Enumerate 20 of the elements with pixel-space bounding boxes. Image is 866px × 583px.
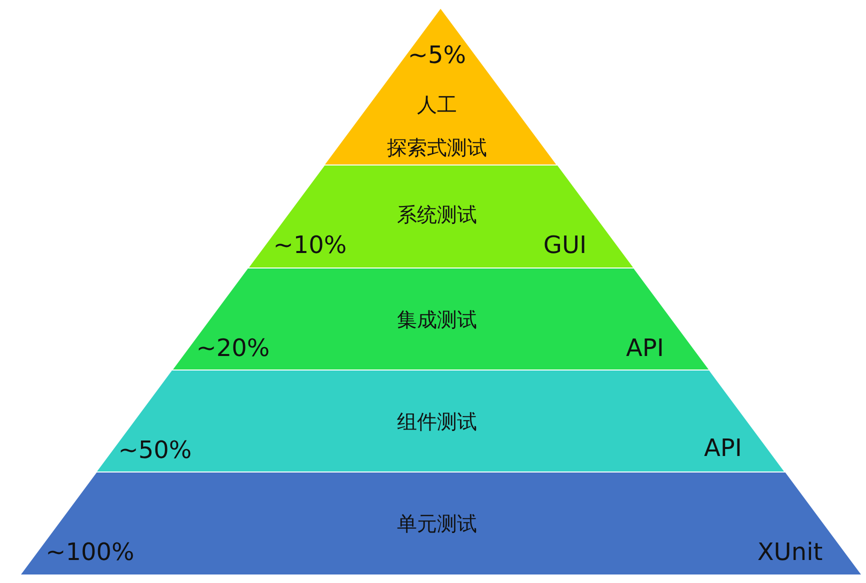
tool-label: API bbox=[704, 434, 742, 462]
pyramid-tier bbox=[20, 472, 862, 575]
tier-title: 探索式测试 bbox=[386, 134, 487, 162]
pyramid-tier bbox=[96, 370, 786, 472]
pyramid-tier bbox=[248, 165, 634, 268]
percentage-label: ~50% bbox=[118, 436, 192, 464]
tier-title: 组件测试 bbox=[396, 408, 477, 436]
tool-label: XUnit bbox=[757, 538, 823, 566]
percentage-label: ~10% bbox=[273, 231, 347, 259]
pyramid-tier bbox=[324, 8, 558, 165]
percentage-label: ~5% bbox=[408, 41, 466, 69]
tier-title: 系统测试 bbox=[396, 202, 477, 228]
tier-title: 单元测试 bbox=[397, 510, 477, 538]
pyramid-tier bbox=[172, 268, 710, 370]
tier-title: 人工 bbox=[416, 92, 457, 118]
tool-label: GUI bbox=[543, 231, 587, 259]
percentage-label: ~100% bbox=[46, 538, 134, 566]
tool-label: API bbox=[626, 334, 664, 362]
percentage-label: ~20% bbox=[196, 334, 270, 362]
tier-title: 集成测试 bbox=[396, 306, 477, 334]
